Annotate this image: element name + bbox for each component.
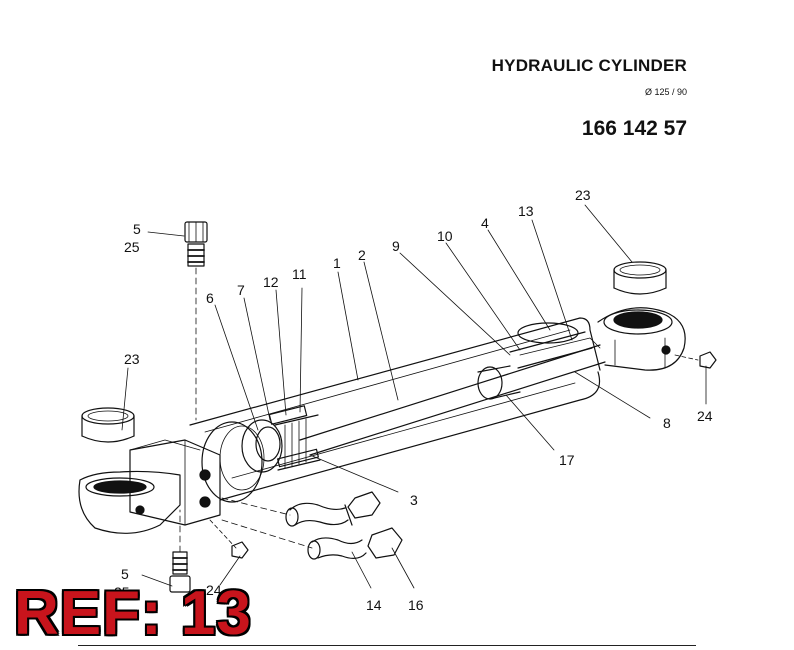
bleed-screw-left [209, 519, 249, 559]
callout-25-upper: 25 [124, 239, 140, 255]
callout-13: 13 [518, 203, 534, 219]
piston-assembly [241, 405, 321, 473]
callout-24-left: 24 [206, 582, 222, 598]
piston-rod [299, 344, 606, 456]
callout-3: 3 [410, 492, 418, 508]
bleed-screw-right [674, 351, 717, 369]
callout-14: 14 [366, 597, 382, 613]
page-rule [78, 645, 696, 646]
callout-25-lower: 25 [114, 584, 130, 600]
callout-12: 12 [263, 274, 279, 290]
callout-23-upper: 23 [575, 187, 591, 203]
callout-7: 7 [237, 282, 245, 298]
callout-6: 6 [206, 290, 214, 306]
callout-2: 2 [358, 247, 366, 263]
bushing-upper [613, 261, 667, 295]
callout-23-lower: 23 [124, 351, 140, 367]
callout-16: 16 [408, 597, 424, 613]
callout-11: 11 [292, 266, 307, 282]
diagram-title: HYDRAULIC CYLINDER [491, 56, 687, 75]
callout-4: 4 [481, 215, 489, 231]
base-clevis [78, 439, 221, 534]
callout-17: 17 [559, 452, 575, 468]
gland-assembly [509, 322, 601, 369]
callout-5-upper: 5 [133, 221, 141, 237]
bushing-lower [81, 407, 135, 443]
callout-5-lower: 5 [121, 566, 129, 582]
elbow-fitting-lower [221, 519, 403, 560]
port-fitting-upper [184, 221, 208, 421]
elbow-fitting-upper [221, 491, 381, 527]
callout-24-right: 24 [697, 408, 713, 424]
callout-9: 10 [437, 228, 453, 244]
ref-overlay: REF: 13 [14, 579, 252, 648]
callout-10: 8 [663, 415, 671, 431]
part-number: 166 142 57 [581, 117, 687, 140]
rod-eye [597, 307, 686, 371]
diagram-subtitle: Ø 125 / 90 [644, 87, 687, 97]
callout-1: 1 [333, 255, 341, 271]
callout-8: 9 [392, 238, 400, 254]
callout-leaders [121, 204, 707, 589]
port-fitting-lower [169, 509, 191, 593]
callout-labels: 5 25 1 2 9 10 4 13 23 6 7 12 11 23 8 24 … [114, 187, 713, 613]
cylinder-barrel [189, 317, 601, 503]
